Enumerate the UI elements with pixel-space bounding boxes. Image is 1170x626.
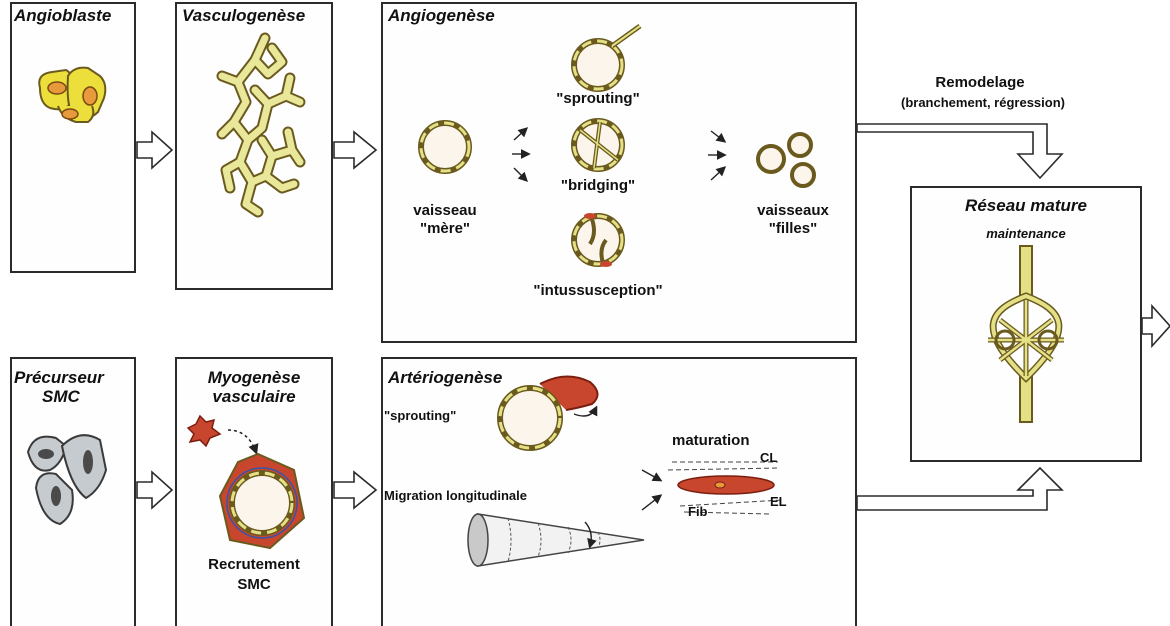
arterial-sprouting-illustration (500, 376, 598, 448)
title-reseau-mature: Réseau mature (910, 196, 1142, 216)
title-precurseur-smc: SMC (42, 387, 80, 407)
label-remodelage-detail: (branchement, régression) (858, 95, 1108, 110)
smc-precursor-cells-illustration (28, 435, 106, 524)
label-vaisseau: vaisseau (405, 202, 485, 219)
arrow-arteriogenese-to-mature (857, 468, 1062, 510)
subtitle-maintenance: maintenance (910, 226, 1142, 241)
label-mere: "mère" (405, 220, 485, 237)
label-fib: Fib (688, 504, 708, 519)
label-migration-longitudinale: Migration longitudinale (384, 488, 527, 503)
title-angiogenese: Angiogenèse (388, 6, 495, 26)
label-sprouting: "sprouting" (548, 90, 648, 107)
vascular-network-illustration (222, 38, 300, 212)
bridging-vessel-illustration (574, 121, 622, 169)
angioblast-cells-illustration (39, 68, 105, 122)
arrow-vasculogenese-to-angiogenese (334, 132, 376, 168)
arrow-mature-out (1142, 306, 1170, 346)
title-angioblaste: Angioblaste (14, 6, 111, 26)
title-vasculogenese: Vasculogenèse (182, 6, 305, 26)
longitudinal-migration-illustration (468, 514, 644, 566)
sprouting-vessel-illustration (574, 26, 640, 89)
title-myogenese: Myogenèse (175, 368, 333, 388)
title-precurseur: Précurseur (14, 368, 104, 388)
label-bridging: "bridging" (548, 177, 648, 194)
label-recrutement: Recrutement (175, 556, 333, 573)
title-myogenese-vasculaire: vasculaire (175, 387, 333, 407)
daughter-vessels-illustration (758, 134, 814, 186)
label-el: EL (770, 494, 787, 509)
arrow-remodelage (857, 124, 1062, 178)
arrow-precurseur-to-myogenese (137, 472, 172, 508)
maturation-illustration (642, 462, 782, 514)
label-recrutement-smc: SMC (175, 576, 333, 593)
label-maturation: maturation (672, 432, 750, 449)
label-remodelage: Remodelage (920, 74, 1040, 91)
arrow-myogenese-to-arteriogenese (334, 472, 376, 508)
title-arteriogenese: Artériogenèse (388, 368, 502, 388)
mature-network-illustration (988, 246, 1064, 422)
label-vaisseaux: vaisseaux (748, 202, 838, 219)
intussusception-vessel-illustration (574, 213, 622, 267)
label-filles: "filles" (748, 220, 838, 237)
label-intussusception: "intussusception" (510, 282, 686, 299)
smc-recruitment-illustration (188, 416, 304, 548)
label-arterial-sprouting: "sprouting" (384, 408, 456, 423)
arrow-angioblaste-to-vasculogenese (137, 132, 172, 168)
mother-vessel-illustration (421, 123, 469, 171)
label-cl: CL (760, 450, 777, 465)
